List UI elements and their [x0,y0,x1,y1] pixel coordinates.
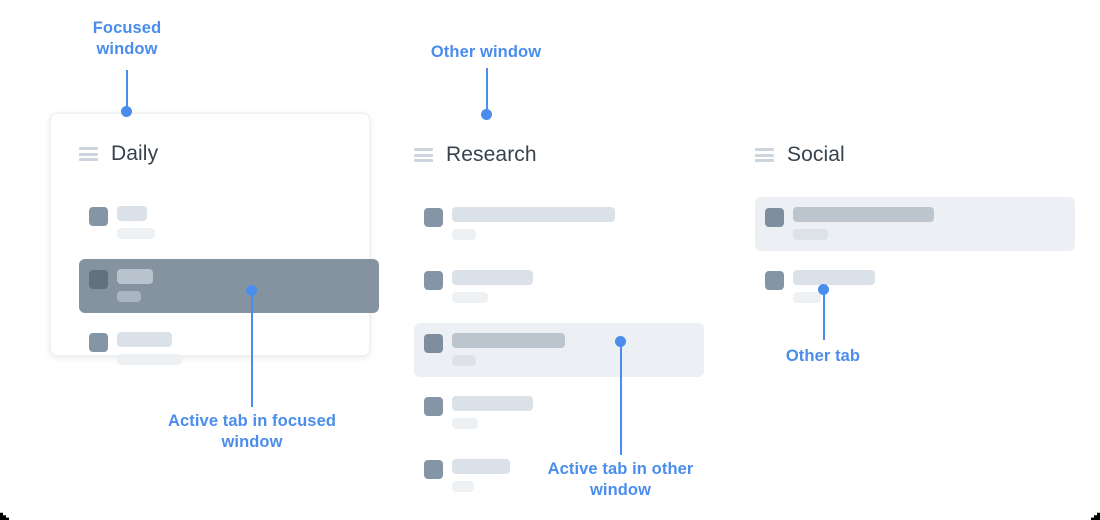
callout-label-other-tab: Other tab [785,347,861,365]
tab-text-placeholders [452,270,533,303]
window-daily[interactable]: Daily [50,113,379,365]
tab-row-active[interactable] [414,323,704,377]
window-title-research: Research [446,143,537,166]
callout-label-active-tab-focused-window: Active tab in focused window [167,412,337,451]
window-title-social: Social [787,143,845,166]
tab-list-research [414,197,704,512]
callout-line-active-tab-other-window [620,341,622,455]
tab-row-active[interactable] [79,259,379,313]
window-header-research: Research [414,143,537,167]
corner-artifact-bottom-left [0,512,9,520]
tab-row[interactable] [79,196,379,250]
tab-title-placeholder [117,332,172,347]
tab-subtitle-placeholder [793,229,828,240]
tab-favicon-icon [765,271,784,290]
tab-subtitle-placeholder [117,354,182,365]
tab-text-placeholders [452,459,510,492]
tab-title-placeholder [452,333,565,348]
hamburger-menu-icon[interactable] [79,147,98,161]
tab-favicon-icon [424,208,443,227]
tab-subtitle-placeholder [117,291,141,302]
callout-line-focused-window [126,70,128,112]
tab-text-placeholders [452,207,615,240]
window-surface-daily: Daily [50,113,379,365]
tab-favicon-icon [424,460,443,479]
tab-subtitle-placeholder [452,355,476,366]
tab-subtitle-placeholder [452,418,478,429]
tab-subtitle-placeholder [452,292,488,303]
callout-dot-focused-window [121,106,132,117]
tab-favicon-icon [424,397,443,416]
tab-list-daily [79,196,379,385]
callout-label-other-window: Other window [430,43,542,61]
window-header-social: Social [755,143,845,167]
tab-row[interactable] [755,260,1075,314]
tab-title-placeholder [793,270,875,285]
tab-title-placeholder [117,269,153,284]
tab-subtitle-placeholder [793,292,821,303]
window-title-daily: Daily [111,142,159,165]
tab-text-placeholders [117,206,155,239]
tab-text-placeholders [117,332,182,365]
tab-list-social [755,197,1075,323]
callout-dot-other-tab [818,284,829,295]
tab-favicon-icon [765,208,784,227]
tab-row[interactable] [79,322,379,376]
window-surface-research: Research [414,143,744,492]
callout-dot-other-window [481,109,492,120]
tab-row[interactable] [414,449,704,503]
callout-label-active-tab-other-window: Active tab in other window [547,460,694,499]
tab-subtitle-placeholder [117,228,155,239]
hamburger-menu-icon[interactable] [755,148,774,162]
callout-line-other-window [486,68,488,112]
window-header-daily: Daily [79,142,158,166]
tab-title-placeholder [452,270,533,285]
tab-text-placeholders [452,333,565,366]
tab-favicon-icon [89,333,108,352]
corner-artifact-bottom-right [1091,512,1100,520]
tab-subtitle-placeholder [452,229,476,240]
tab-title-placeholder [452,207,615,222]
tab-row[interactable] [414,197,704,251]
callout-line-active-tab-focused-window [251,290,253,407]
tab-favicon-icon [89,207,108,226]
window-surface-social: Social [755,143,1085,303]
callout-label-focused-window: Focused window [92,19,162,58]
tab-favicon-icon [424,334,443,353]
tab-title-placeholder [452,396,533,411]
tab-text-placeholders [793,207,934,240]
tab-text-placeholders [117,269,153,302]
callout-line-other-tab [823,292,825,340]
tab-row-active[interactable] [755,197,1075,251]
tab-subtitle-placeholder [452,481,474,492]
tab-title-placeholder [117,206,147,221]
callout-dot-active-tab-other-window [615,336,626,347]
tab-favicon-icon [424,271,443,290]
callout-dot-active-tab-focused-window [246,285,257,296]
tab-favicon-icon [89,270,108,289]
tab-text-placeholders [793,270,875,303]
window-social[interactable]: Social [755,143,1085,303]
tab-title-placeholder [452,459,510,474]
tab-title-placeholder [793,207,934,222]
hamburger-menu-icon[interactable] [414,148,433,162]
tab-row[interactable] [414,386,704,440]
tab-text-placeholders [452,396,533,429]
tab-row[interactable] [414,260,704,314]
window-research[interactable]: Research [414,143,744,492]
